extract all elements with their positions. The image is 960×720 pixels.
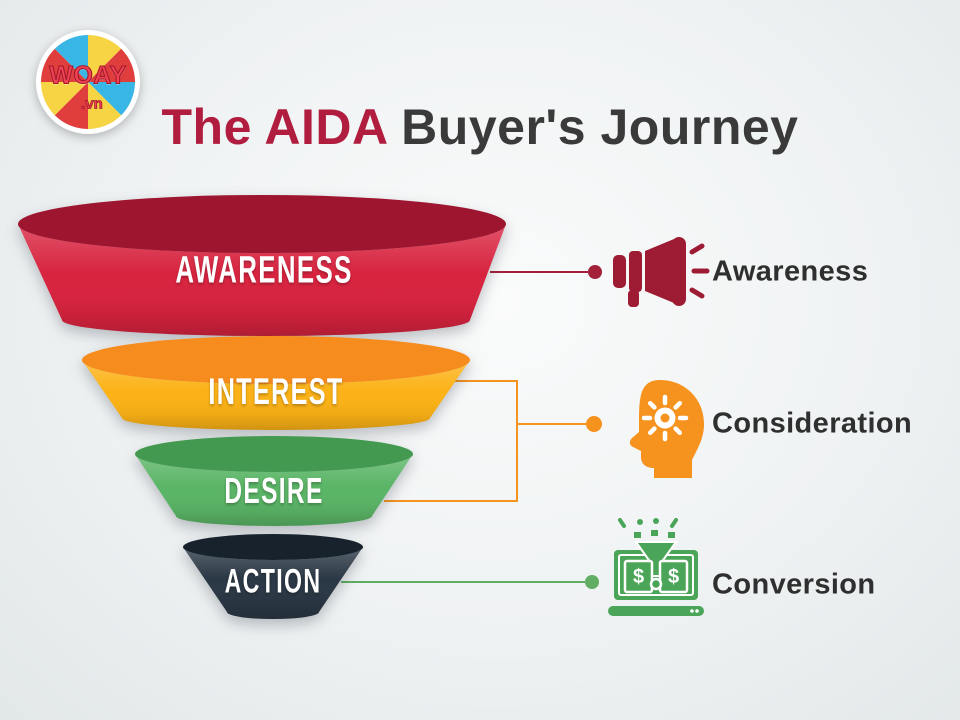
megaphone-icon [613, 237, 710, 307]
laptop-money-icon: $ $ [608, 518, 704, 616]
connector-dot [586, 416, 602, 432]
dollar-glyph: $ [668, 566, 679, 588]
journey-label-consideration: Consideration [712, 407, 913, 440]
logo-wordmark: WOAY [49, 61, 127, 90]
head-idea-icon [629, 380, 704, 478]
connector-consideration [384, 380, 602, 502]
stage-label-interest: INTEREST [208, 371, 344, 412]
funnel-stage-action [183, 534, 363, 619]
journey-label-awareness: Awareness [712, 255, 869, 288]
laptop-base [608, 606, 704, 616]
stage-rim [82, 336, 470, 384]
page-title: The AIDA Buyer's Journey [0, 98, 960, 156]
connector-awareness [490, 265, 602, 279]
idea-sun-rays [641, 394, 689, 442]
stage-label-awareness: AWARENESS [175, 249, 353, 292]
dollar-glyph: $ [633, 566, 644, 588]
connector-dot [585, 575, 599, 589]
brand-logo [36, 30, 140, 134]
stage-label-desire: DESIRE [224, 470, 324, 511]
sprinkles [618, 518, 678, 528]
connector-conversion [341, 575, 599, 589]
title-highlight: The AIDA [161, 99, 387, 155]
stage-rim [18, 195, 506, 253]
logo-wheel [41, 35, 135, 129]
connector-dot [588, 265, 602, 279]
stage-rim [183, 534, 363, 560]
title-rest: Buyer's Journey [386, 99, 799, 155]
funnel-stage-awareness [18, 195, 506, 336]
funnel-stage-interest [82, 336, 470, 430]
stage-rim [135, 436, 413, 472]
funnel-stage-desire [135, 436, 413, 526]
money-card [623, 559, 654, 594]
journey-label-conversion: Conversion [712, 568, 876, 601]
money-card [658, 559, 689, 594]
stage-label-action: ACTION [224, 562, 322, 601]
sound-waves [689, 243, 710, 299]
logo-domain-suffix: .vn [81, 95, 103, 113]
